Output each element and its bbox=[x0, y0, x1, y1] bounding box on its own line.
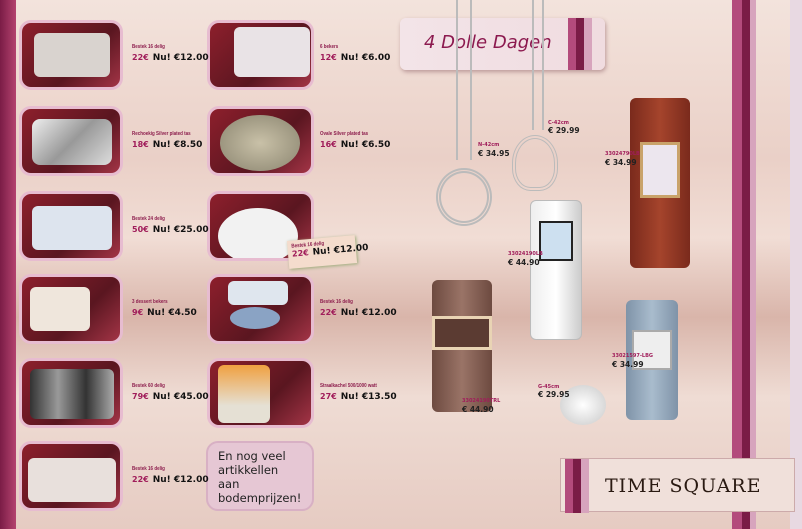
product-label: Bestek 24 delig bbox=[132, 216, 165, 222]
more-items-callout: En nog veel artikkellen aan bodemprijzen… bbox=[206, 441, 314, 511]
new-price: Nu! €25.00 bbox=[152, 225, 209, 235]
product-image-cutlery-box bbox=[19, 191, 123, 261]
product-price: 9€Nu! €4.50 bbox=[132, 308, 197, 318]
old-price: 22€ bbox=[320, 308, 337, 317]
jewelry-code: G-45cm bbox=[538, 384, 560, 390]
product-image-dinner-set bbox=[207, 191, 314, 261]
page-edge-left bbox=[0, 0, 16, 529]
new-price: Nu! €12.00 bbox=[152, 53, 209, 63]
logo-text: TIME SQUARE bbox=[605, 475, 762, 497]
new-price: Nu! €45.00 bbox=[152, 392, 209, 402]
decor-stripe bbox=[732, 0, 742, 529]
product-price: 12€Nu! €6.00 bbox=[320, 53, 390, 63]
jewelry-price: € 34.99 bbox=[612, 360, 644, 369]
product-price: 22€Nu! €12.00 bbox=[132, 475, 209, 485]
product-label: 3 dessert bekers bbox=[132, 299, 168, 305]
decor-stripe bbox=[742, 0, 750, 529]
new-price: Nu! €13.50 bbox=[340, 392, 397, 402]
necklace-chain bbox=[470, 0, 472, 160]
old-price: 22€ bbox=[132, 53, 149, 62]
jewelry-price: € 34.99 bbox=[605, 158, 637, 167]
product-image-dessert-bowls bbox=[19, 274, 123, 344]
product-label: Rechoekig Silver plated tas bbox=[132, 131, 191, 137]
product-label: Bestek 16 delig bbox=[132, 44, 165, 50]
product-image-cutlery-set bbox=[19, 358, 123, 428]
jewelry-code: 33024190TRL bbox=[462, 398, 501, 404]
product-image-cutlery bbox=[19, 20, 123, 90]
product-image-tray bbox=[19, 106, 123, 176]
jewelry-price: € 34.95 bbox=[478, 149, 510, 158]
product-price: 50€Nu! €25.00 bbox=[132, 225, 209, 235]
new-price: Nu! €6.50 bbox=[340, 140, 391, 150]
new-price: Nu! €6.00 bbox=[340, 53, 391, 63]
necklace-pendant-heart bbox=[512, 135, 558, 191]
jewelry-price: € 29.95 bbox=[538, 390, 570, 399]
product-price: 18€Nu! €8.50 bbox=[132, 140, 202, 150]
price-tag: Bestek 16 delig 22€Nu! €12.00 bbox=[286, 235, 369, 269]
jewelry-code: C-42cm bbox=[548, 120, 569, 126]
necklace-chain bbox=[456, 0, 458, 160]
product-label: Ovale Silver plated tas bbox=[320, 131, 369, 137]
new-price: Nu! €12.00 bbox=[152, 475, 209, 485]
necklace-pendant-ball bbox=[560, 385, 606, 425]
new-price: Nu! €4.50 bbox=[147, 308, 197, 318]
time-square-logo: TIME SQUARE bbox=[560, 458, 795, 513]
product-label: Bestek 60 delig bbox=[132, 383, 165, 389]
old-price: 50€ bbox=[132, 225, 149, 234]
jewelry-price: € 29.99 bbox=[548, 126, 580, 135]
product-label: 6 bekers bbox=[320, 44, 339, 50]
jewelry-price: € 44.90 bbox=[462, 405, 494, 414]
watch-blue bbox=[626, 300, 678, 420]
product-price: 22€Nu! €12.00 bbox=[132, 53, 209, 63]
promo-banner: 4 Dolle Dagen bbox=[400, 18, 605, 70]
jewelry-code: N-42cm bbox=[478, 142, 500, 148]
product-label: Straalkachel 500/1000 watt bbox=[320, 383, 377, 389]
old-price: 16€ bbox=[320, 140, 337, 149]
banner-title: 4 Dolle Dagen bbox=[424, 32, 552, 53]
product-label: Bestek 16 delig bbox=[132, 466, 165, 472]
product-image-mary-box bbox=[19, 441, 123, 511]
watch-red bbox=[630, 98, 690, 268]
old-price: 27€ bbox=[320, 392, 337, 401]
product-image-tableware bbox=[207, 274, 314, 344]
product-image-glasses bbox=[207, 20, 314, 90]
old-price: 79€ bbox=[132, 392, 149, 401]
decor-stripe bbox=[750, 0, 756, 529]
product-image-oval-tray bbox=[207, 106, 314, 176]
product-price: 22€Nu! €12.00 bbox=[320, 308, 397, 318]
necklace-chain bbox=[532, 0, 534, 130]
new-price: Nu! €12.00 bbox=[340, 308, 397, 318]
jewelry-price: € 44.90 bbox=[508, 258, 540, 267]
jewelry-code: 33024190LB bbox=[508, 251, 543, 257]
page-edge-right bbox=[790, 0, 802, 529]
old-price: 22€ bbox=[132, 475, 149, 484]
necklace-pendant-circle bbox=[436, 168, 492, 226]
jewelry-code: 33021597-LBG bbox=[612, 353, 654, 359]
old-price: 22€ bbox=[291, 248, 310, 259]
necklace-chain bbox=[542, 0, 544, 130]
old-price: 12€ bbox=[320, 53, 337, 62]
new-price: Nu! €8.50 bbox=[152, 140, 203, 150]
product-price: 79€Nu! €45.00 bbox=[132, 392, 209, 402]
product-price: 16€Nu! €6.50 bbox=[320, 140, 390, 150]
watch-white bbox=[530, 200, 582, 340]
old-price: 9€ bbox=[132, 308, 144, 317]
product-label: Bestek 16 delig bbox=[320, 299, 353, 305]
jewelry-code: 33024790LB bbox=[605, 151, 640, 157]
product-price: 27€Nu! €13.50 bbox=[320, 392, 397, 402]
old-price: 18€ bbox=[132, 140, 149, 149]
product-image-heater bbox=[207, 358, 314, 428]
watch-brown bbox=[432, 280, 492, 412]
